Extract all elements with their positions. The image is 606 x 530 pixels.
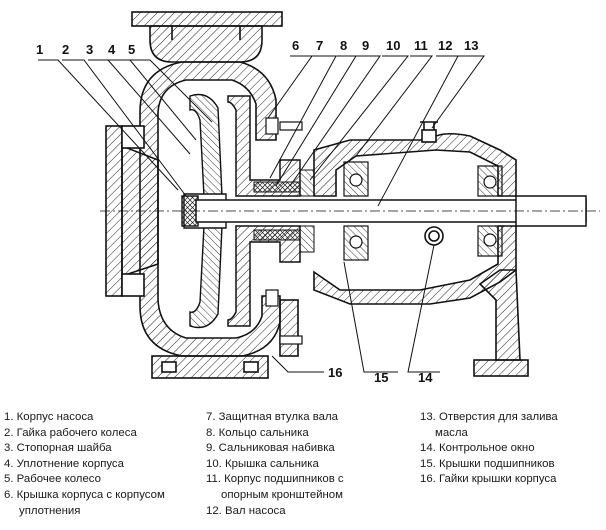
legend-item: 7. Защитная втулка вала [206, 411, 338, 423]
stuffing-box [253, 169, 315, 253]
callout-14: 14 [418, 370, 433, 385]
legend-item-continuation: опорным кронштейном [221, 488, 343, 501]
parts-legend: 1. Корпус насоса 2. Гайка рабочего колес… [0, 410, 606, 528]
callout-6: 6 [292, 38, 299, 53]
legend-item: 9. Сальниковая набивка [206, 442, 335, 455]
legend-item-continuation: масла [435, 426, 468, 439]
legend-item: 16. Гайки крышки корпуса [420, 473, 557, 486]
callout-numbers: 1 2 3 4 5 6 7 8 9 10 11 12 13 16 15 14 [36, 38, 478, 385]
legend-column-2: 7. Защитная втулка вала 8. Кольцо сальни… [206, 410, 416, 519]
callout-9: 9 [362, 38, 369, 53]
pump-cross-section: 1 2 3 4 5 6 7 8 9 10 11 12 13 16 15 14 [36, 11, 600, 385]
callout-4: 4 [108, 42, 116, 57]
callout-11: 11 [414, 38, 428, 53]
callout-3: 3 [86, 42, 93, 57]
callout-8: 8 [340, 38, 347, 53]
legend-item: 6. Крышка корпуса с корпусом [4, 488, 165, 501]
callout-13: 13 [464, 38, 478, 53]
leader-lines [38, 55, 485, 373]
legend-item: 3. Стопорная шайба [4, 442, 112, 455]
bearings [343, 161, 503, 261]
legend-item-continuation: уплотнения [19, 504, 81, 517]
callout-10: 10 [386, 38, 400, 53]
legend-item: 11. Корпус подшипников с [206, 473, 344, 486]
casing-cover [227, 95, 301, 327]
legend-item: 13. Отверстия для залива [420, 411, 558, 423]
legend-item: 15. Крышки подшипников [420, 457, 555, 470]
callout-1: 1 [36, 42, 43, 57]
callout-2: 2 [62, 42, 69, 57]
legend-item: 1. Корпус насоса [4, 411, 94, 423]
legend-item: 5. Рабочее колесо [4, 473, 101, 486]
pump-shaft [100, 195, 600, 227]
legend-item: 8. Кольцо сальника [206, 426, 309, 439]
callout-15: 15 [374, 370, 388, 385]
legend-item: 10. Крышка сальника [206, 457, 319, 470]
callout-16: 16 [328, 365, 342, 380]
legend-item: 12. Вал насоса [206, 504, 286, 517]
callout-7: 7 [316, 38, 323, 53]
callout-12: 12 [438, 38, 452, 53]
legend-column-1: 1. Корпус насоса 2. Гайка рабочего колес… [4, 410, 200, 519]
legend-column-3: 13. Отверстия для залива масла 14. Контр… [420, 410, 604, 488]
casing-cover-nuts [265, 117, 303, 345]
legend-item: 2. Гайка рабочего колеса [4, 426, 137, 439]
legend-item: 14. Контрольное окно [420, 442, 535, 455]
legend-item: 4. Уплотнение корпуса [4, 457, 124, 470]
callout-5: 5 [128, 42, 135, 57]
